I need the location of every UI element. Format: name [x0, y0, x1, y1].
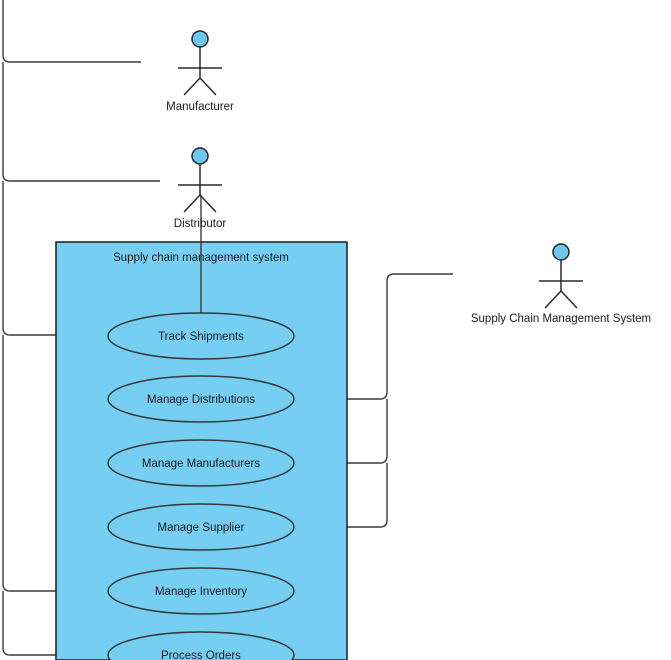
use-case-ellipse[interactable] — [107, 439, 295, 487]
actor-head-icon — [191, 30, 209, 48]
actor-leg-right-line — [560, 290, 578, 309]
actor-manufacturer[interactable]: Manufacturer — [166, 30, 234, 113]
use-case-label: Track Shipments — [158, 331, 244, 343]
use-case-label: Manage Inventory — [155, 586, 247, 598]
edge-left-trunk-mid — [2, 62, 160, 182]
edge-left-trunk-bottom — [2, 591, 109, 656]
actor-leg-left-line — [544, 290, 562, 309]
actor-head-icon — [552, 243, 570, 261]
actor-label: Manufacturer — [166, 101, 234, 113]
use-case-label: Process Orders — [161, 650, 241, 660]
actor-supply-chain-management-system[interactable]: Supply Chain Management System — [471, 243, 651, 325]
edge-trunk-to-manage-manufacturers — [294, 399, 388, 464]
actor-label: Distributor — [174, 218, 227, 230]
actor-leg-right-line — [199, 194, 217, 213]
actor-label: Supply Chain Management System — [471, 313, 651, 325]
use-case-label: Manage Distributions — [147, 394, 255, 406]
use-case-track-shipments[interactable]: Track Shipments — [107, 312, 295, 360]
actor-leg-right-line — [199, 77, 217, 96]
actor-leg-left-line — [183, 194, 201, 213]
use-case-ellipse[interactable] — [107, 312, 295, 360]
right-connector-group — [294, 273, 453, 528]
edge-scms-trunk-to-actor — [294, 273, 453, 400]
use-case-ellipse[interactable] — [107, 503, 295, 551]
edge-left-trunk-vertical — [2, 0, 141, 63]
actor-head-icon — [191, 147, 209, 165]
use-case-label: Manage Manufacturers — [142, 458, 261, 470]
use-case-ellipse[interactable] — [107, 375, 295, 423]
use-case-ellipse[interactable] — [107, 631, 295, 660]
use-case-manage-manufacturers[interactable]: Manage Manufacturers — [107, 439, 295, 487]
edge-left-to-track-shipments — [2, 181, 109, 336]
use-case-label: Manage Supplier — [158, 522, 245, 534]
actor-distributor[interactable]: Distributor — [174, 147, 227, 230]
use-case-process-orders[interactable]: Process Orders — [107, 631, 295, 660]
left-connector-group — [2, 0, 160, 656]
use-case-manage-supplier[interactable]: Manage Supplier — [107, 503, 295, 551]
actor-leg-left-line — [183, 77, 201, 96]
use-case-ellipse[interactable] — [107, 567, 295, 615]
edge-trunk-to-manage-supplier — [294, 463, 388, 528]
edge-left-to-manage-inventory — [2, 335, 109, 592]
use-case-manage-distributions[interactable]: Manage Distributions — [107, 375, 295, 423]
use-case-manage-inventory[interactable]: Manage Inventory — [107, 567, 295, 615]
